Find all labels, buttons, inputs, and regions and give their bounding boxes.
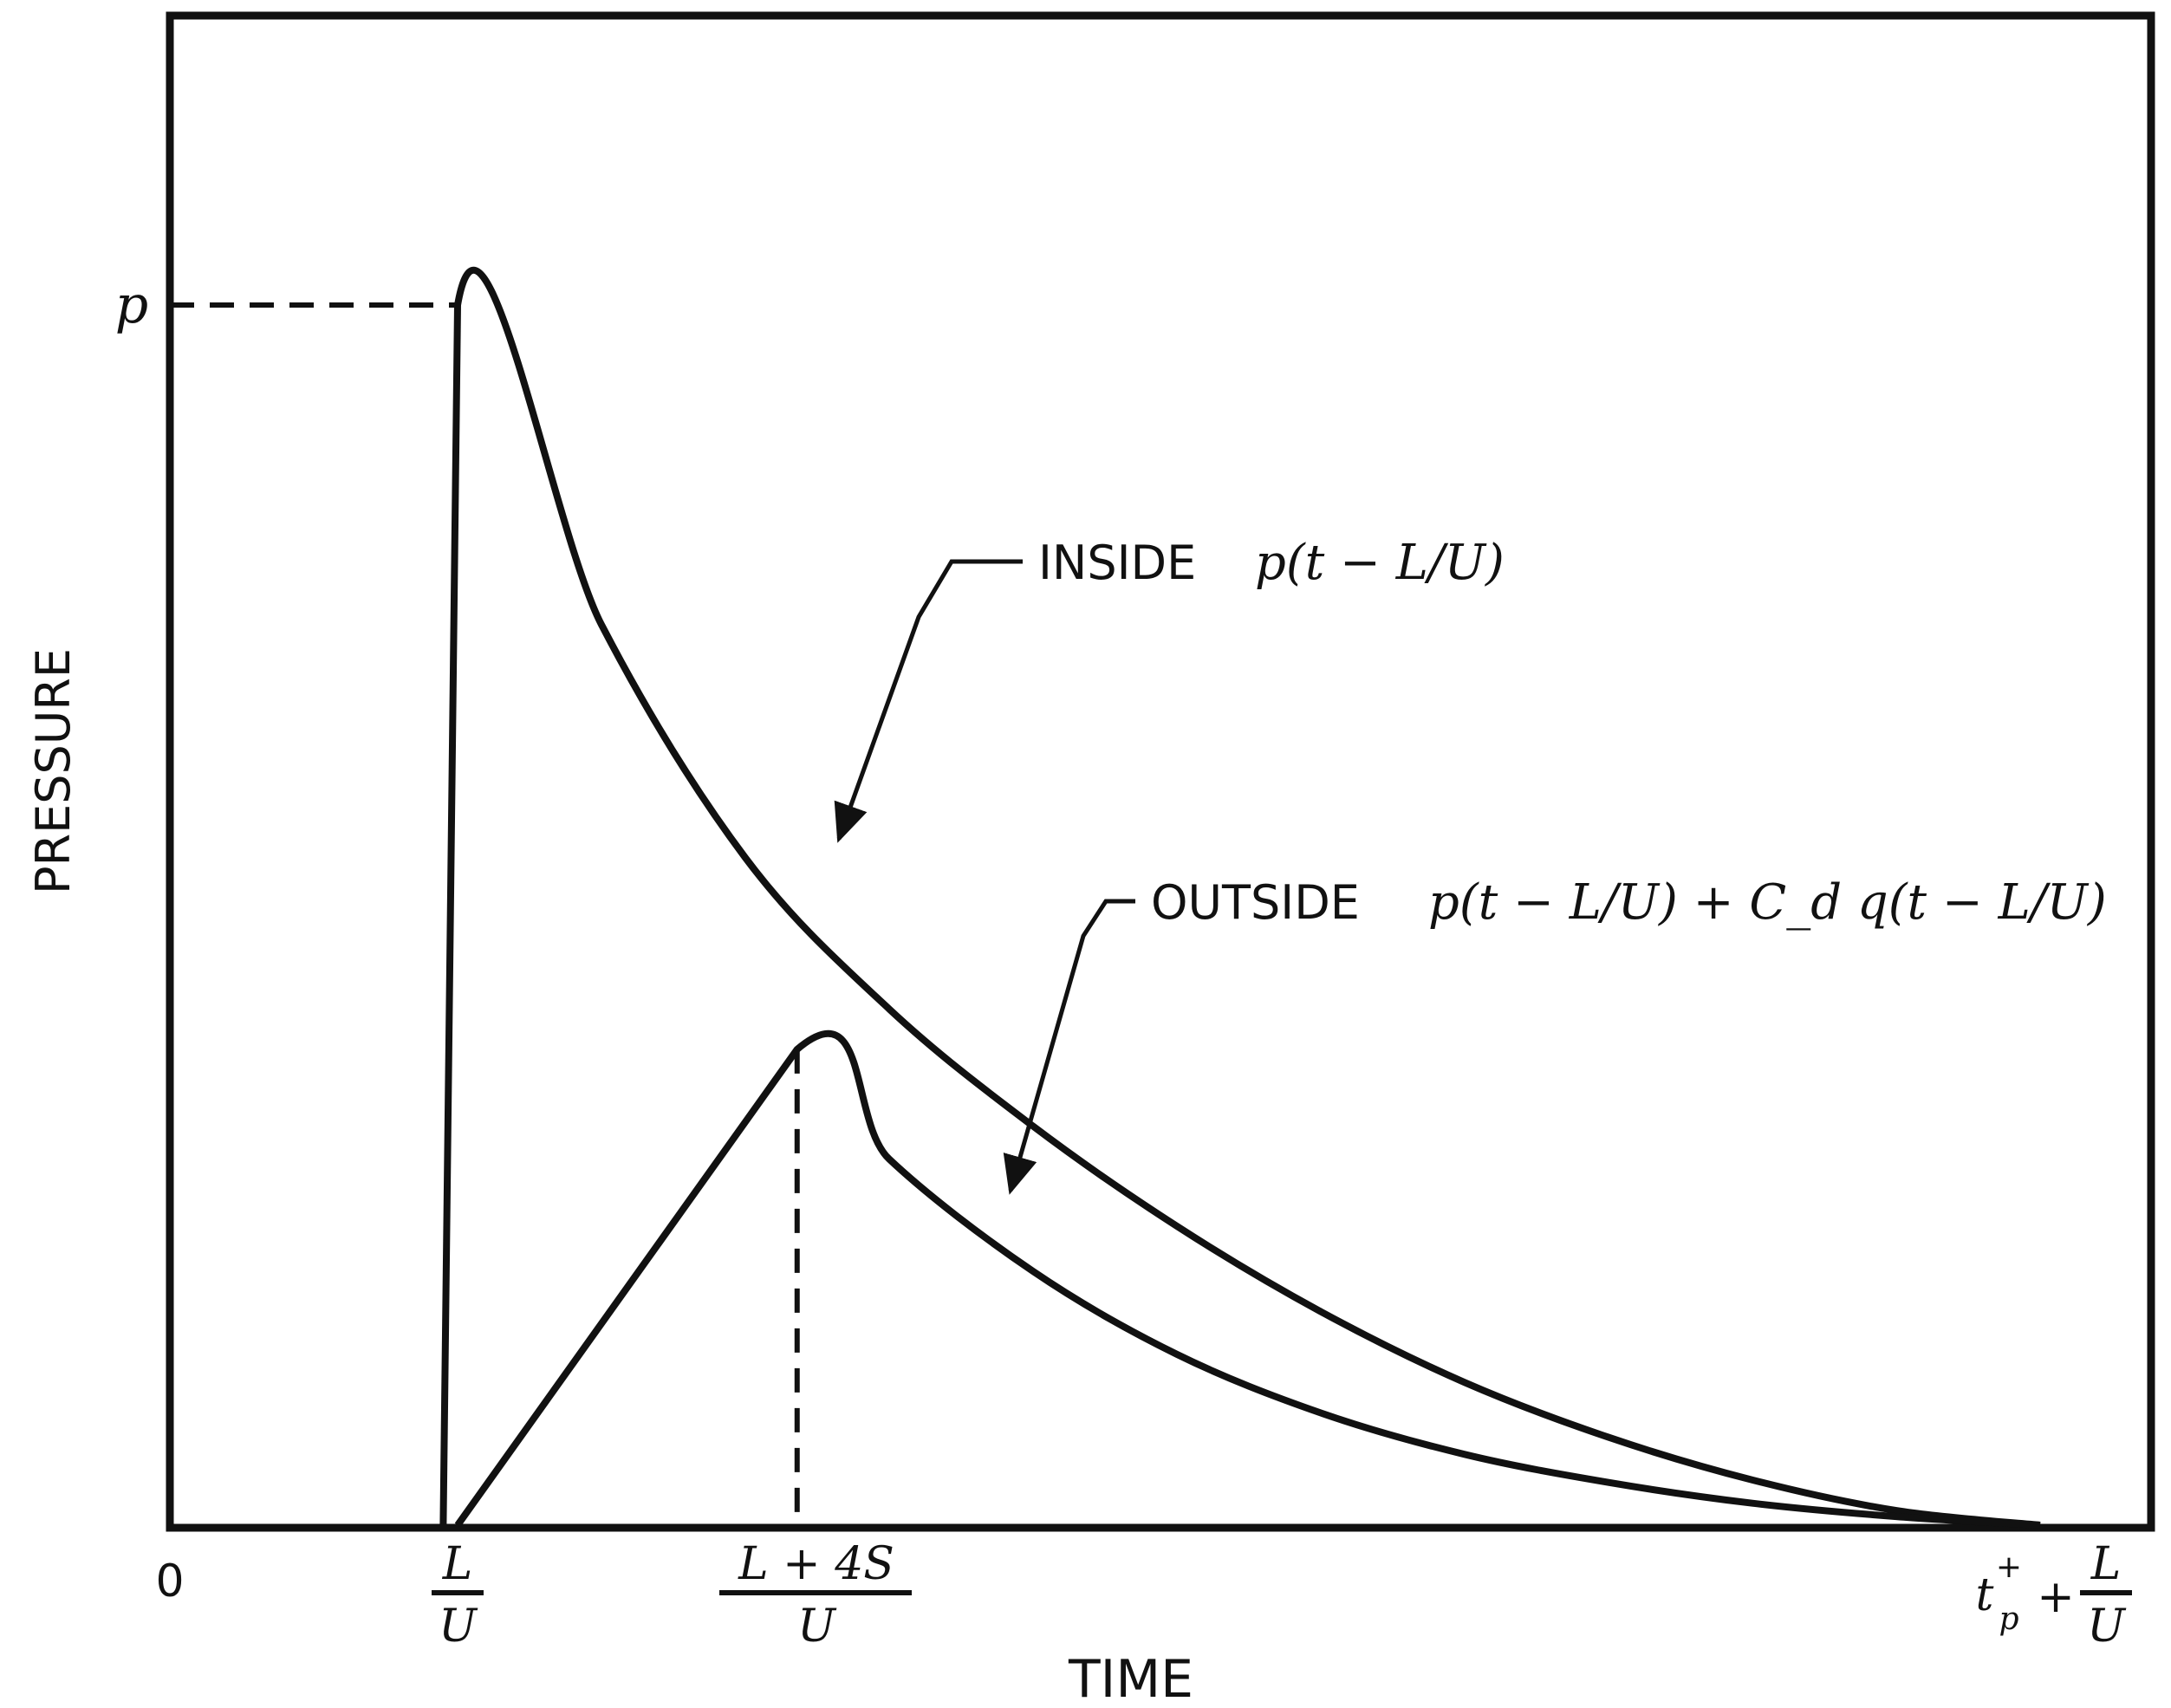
reference-lines bbox=[170, 302, 800, 1525]
y-tick-label-p: p bbox=[115, 275, 148, 335]
annotation-outside: OUTSIDE p(t − L/U) + C_d q(t − L/U) bbox=[1003, 874, 2107, 1195]
x-tick-3-subscript: p bbox=[1999, 1601, 2018, 1637]
x-tick-label-0: 0 bbox=[155, 1555, 184, 1607]
x-tick-2-denominator: U bbox=[797, 1601, 837, 1653]
x-tick-3-denominator: U bbox=[2087, 1601, 2127, 1653]
outside-leader-line bbox=[1003, 899, 1135, 1195]
x-axis-label: TIME bbox=[1068, 1649, 1193, 1708]
series-line-outside bbox=[454, 1030, 2041, 1529]
inside-label-expression: p(t − L/U) bbox=[1255, 535, 1505, 591]
x-tick-label-l-over-u: L U bbox=[432, 1538, 484, 1653]
outside-label-lead: OUTSIDE bbox=[1151, 875, 1360, 930]
x-tick-label-tp-plus-l-over-u: t + p + L U bbox=[1976, 1538, 2132, 1653]
x-tick-3-superscript: + bbox=[1996, 1549, 2022, 1585]
annotation-inside: INSIDE p(t − L/U) bbox=[834, 535, 1505, 843]
series-line-inside bbox=[439, 267, 2041, 1529]
x-tick-label-l-plus-4s-over-u: L + 4S U bbox=[719, 1538, 912, 1653]
outside-label-expression: p(t − L/U) + C_d q(t − L/U) bbox=[1428, 874, 2107, 931]
x-tick-3-t: t bbox=[1976, 1569, 1994, 1621]
series-layer bbox=[439, 267, 2041, 1529]
x-tick-2-numerator: L + 4S bbox=[738, 1538, 894, 1590]
x-tick-1-numerator: L bbox=[442, 1538, 473, 1590]
x-tick-3-t-base: t bbox=[1976, 1569, 1994, 1621]
x-tick-3-operator: + bbox=[2037, 1571, 2075, 1623]
x-tick-3-numerator: L bbox=[2090, 1538, 2122, 1590]
y-axis-label: PRESSURE bbox=[26, 648, 81, 894]
inside-leader-line bbox=[834, 559, 1023, 843]
x-tick-1-denominator: U bbox=[439, 1601, 478, 1653]
plot-frame bbox=[166, 11, 2155, 1532]
inside-label-lead: INSIDE bbox=[1038, 536, 1196, 590]
